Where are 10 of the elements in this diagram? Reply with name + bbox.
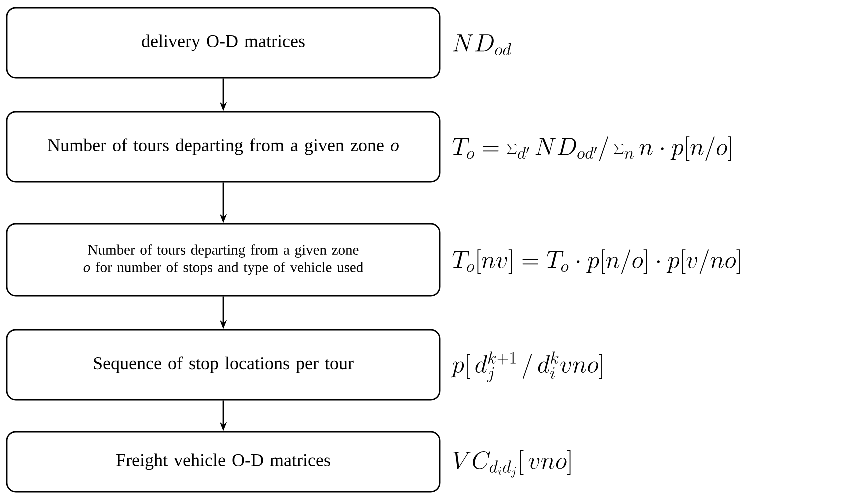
- formula: $p\Big[\, d_j^{k+1} \,/\, d_i^k vno\Big]$: [451, 352, 602, 382]
- process-box: Number of tours departing from a given zone o: [6, 111, 441, 183]
- formula: $T_o\Big[nv\Big] = T_o \cdot p\Big[n / o\Big] \cdot p\Big[v / no\Big]$: [452, 250, 740, 274]
- formula: $VC_{d_i d_j}\Big[\, vno\Big]$: [454, 450, 571, 478]
- process-box: Sequence of stop locations per tour: [6, 329, 441, 401]
- process-box: Freight vehicle O-D matrices: [6, 431, 441, 493]
- formula: $T_o = \sum_{d'} ND_{od'} \Big/ \sum_n n \cdot p\Big[n / o\Big]$: [452, 136, 732, 162]
- process-box: delivery O-D matrices: [6, 7, 441, 79]
- process-box: Number of tours departing from a given zone o for number of stops and type of vehicle used: [6, 223, 441, 297]
- formula: $ND_{od}$: [453, 34, 512, 56]
